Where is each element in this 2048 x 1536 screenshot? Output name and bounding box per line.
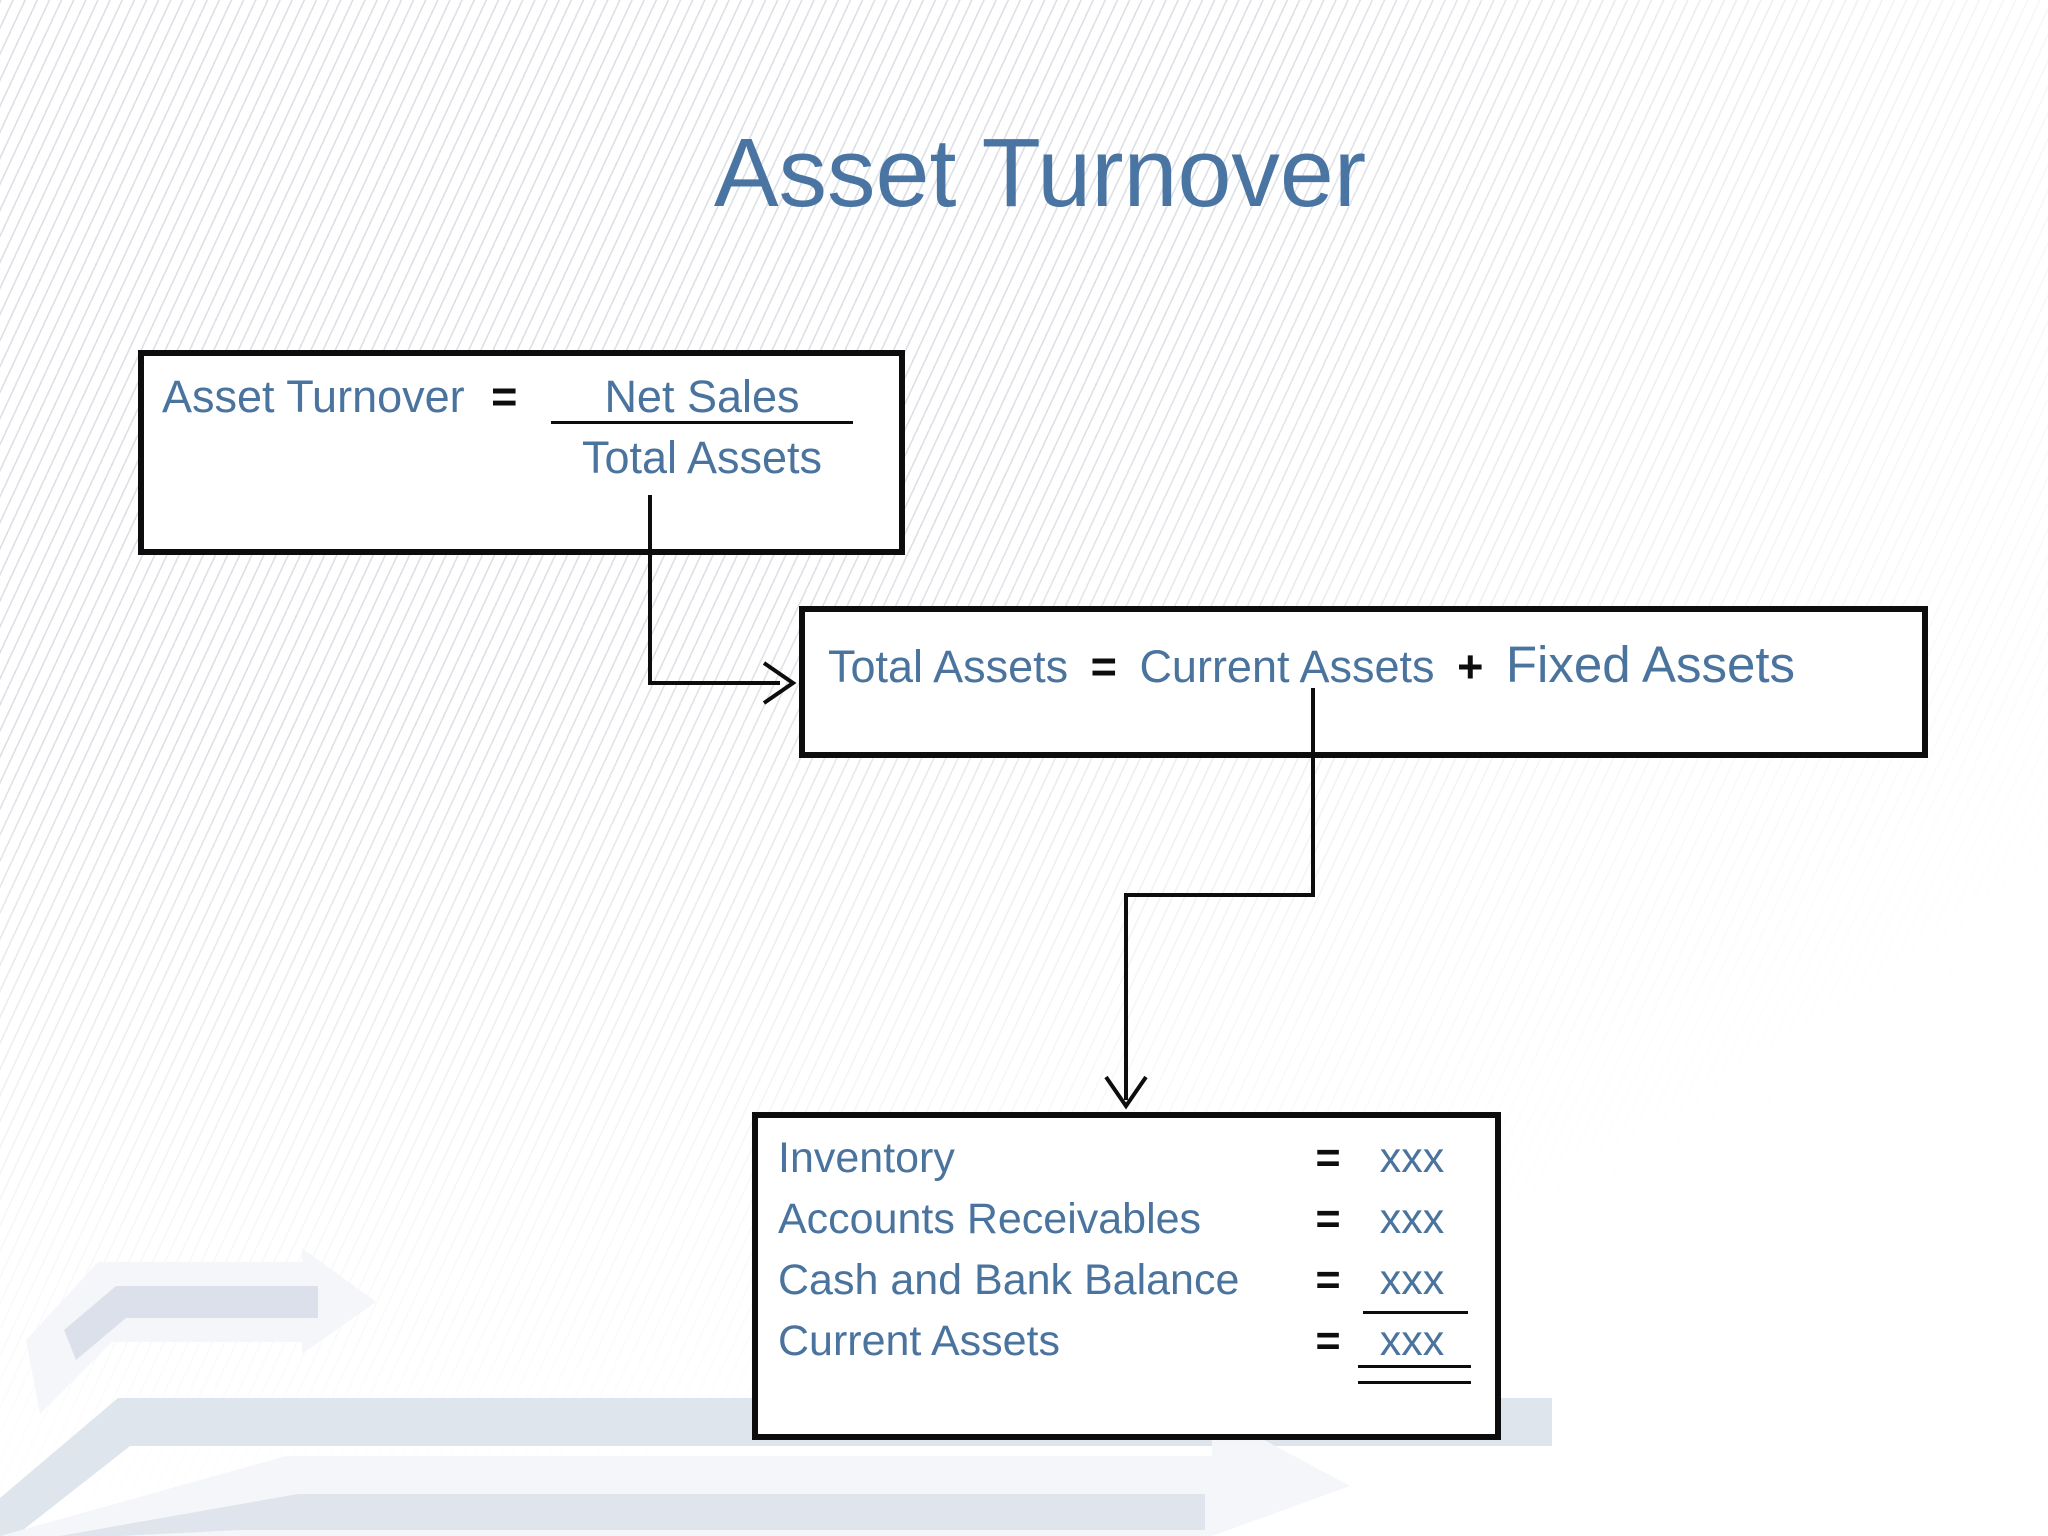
item-label: Cash and Bank Balance: [778, 1256, 1240, 1304]
fraction-numerator: Net Sales: [604, 371, 800, 422]
item-label: Accounts Receivables: [778, 1195, 1202, 1243]
sum-rule: [1363, 1311, 1468, 1314]
item-label: Inventory: [778, 1134, 955, 1182]
equation-lhs: Total Assets: [828, 641, 1069, 692]
equation-term-fixed-assets: Fixed Assets: [1505, 636, 1795, 693]
asset-turnover-formula-box: [138, 350, 905, 555]
equals-sign: =: [1315, 1195, 1341, 1243]
item-value: xxx: [1379, 1317, 1445, 1365]
deco-small-arrow-band: [64, 1286, 318, 1360]
total-assets-box: [799, 606, 1928, 758]
item-value: xxx: [1379, 1195, 1445, 1243]
equals-sign: =: [1315, 1256, 1341, 1304]
fraction-line: [551, 421, 853, 424]
item-label: Current Assets: [778, 1317, 1060, 1365]
page-title: Asset Turnover: [713, 118, 1367, 227]
equals-sign: =: [1315, 1134, 1341, 1182]
fraction-denominator: Total Assets: [581, 432, 823, 483]
formula-lhs-label: Asset Turnover: [162, 371, 465, 422]
total-assets-equation: Total Assets = Current Assets + Fixed As…: [828, 639, 1795, 692]
item-value: xxx: [1379, 1134, 1445, 1182]
equation-term-current-assets: Current Assets: [1139, 641, 1435, 692]
plus-sign: +: [1457, 641, 1484, 692]
equals-sign: =: [1315, 1317, 1341, 1365]
equals-sign: =: [1090, 641, 1117, 692]
formula-lhs: Asset Turnover =: [162, 372, 517, 422]
connector-arrow-to-current-assets: [1104, 688, 1315, 1110]
double-underline-top: [1358, 1365, 1471, 1368]
item-value: xxx: [1379, 1256, 1445, 1304]
connector-arrow-to-total-assets: [648, 495, 797, 705]
deco-bottom-arrow-band: [60, 1494, 1205, 1536]
equals-sign: =: [491, 371, 518, 422]
current-assets-box: [752, 1112, 1501, 1440]
double-underline-bottom: [1358, 1381, 1471, 1384]
